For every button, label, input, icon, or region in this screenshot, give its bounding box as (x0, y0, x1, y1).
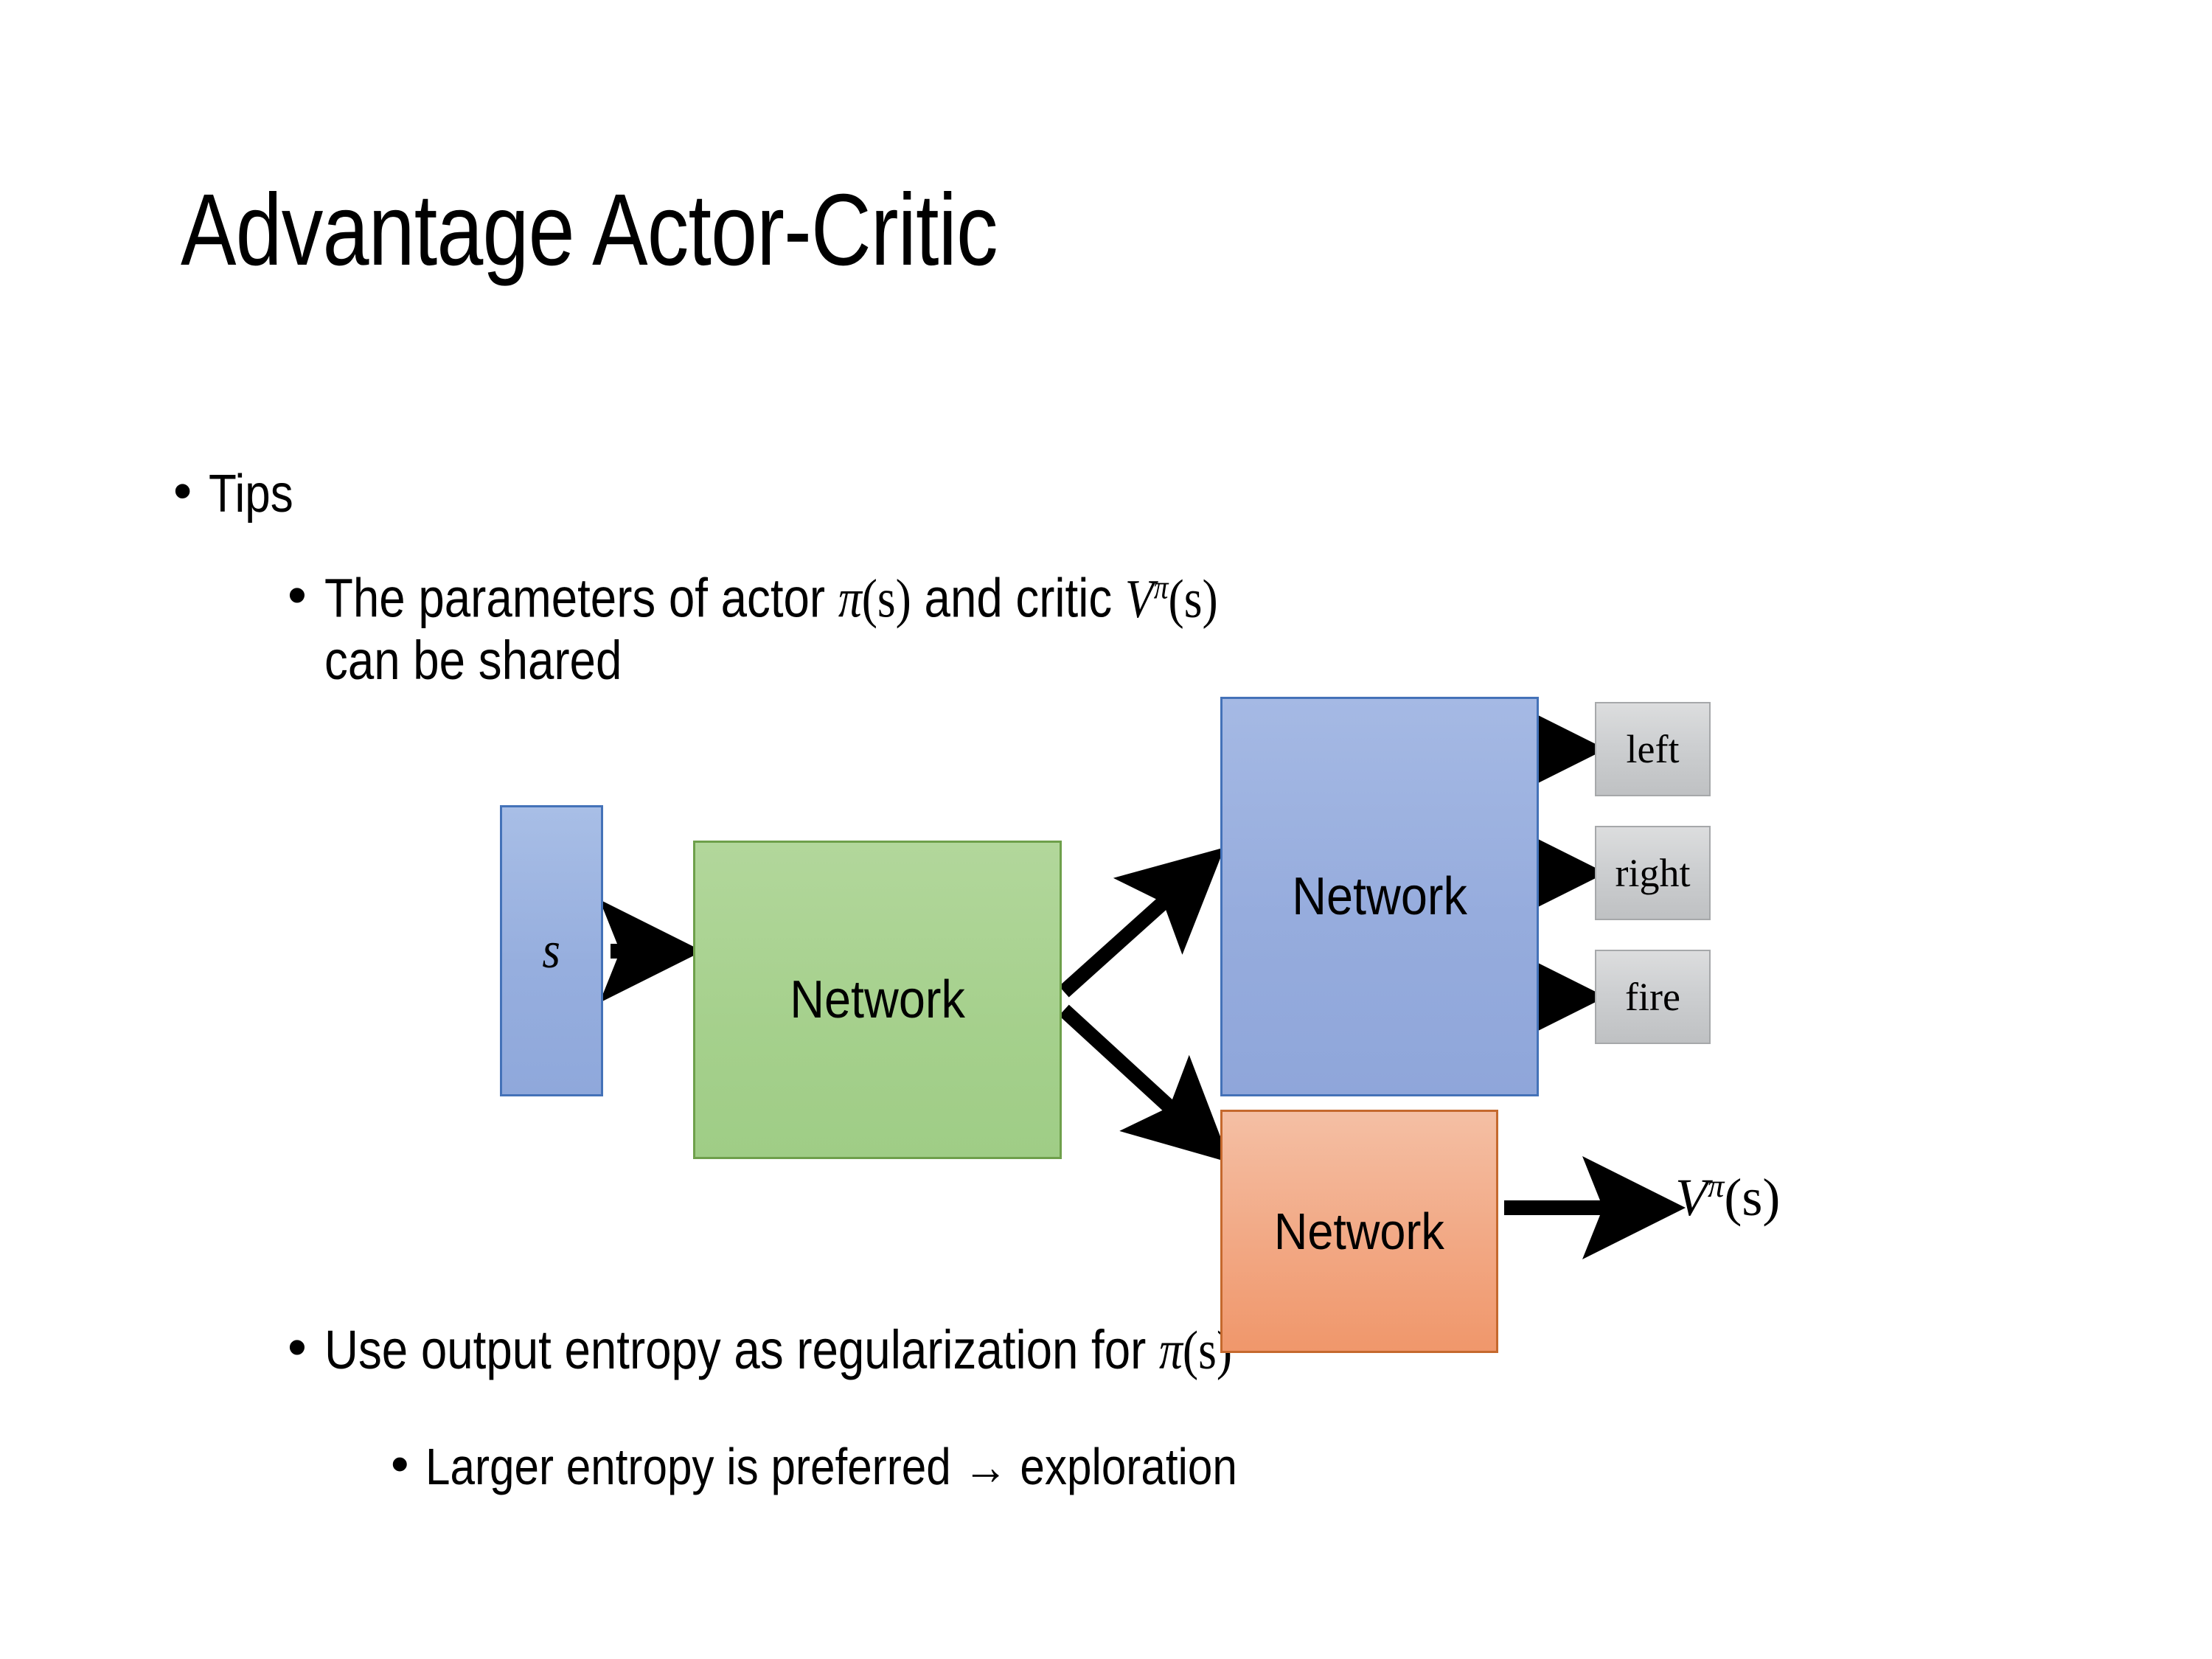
value-output-superscript: π (1707, 1167, 1725, 1204)
bullet-parameters: • The parameters of actor π(s) and criti… (288, 568, 1460, 691)
bullet-parameters-text-1: The parameters of actor (324, 567, 838, 629)
bullet-tips: • Tips (173, 465, 307, 524)
bullet-tips-label: Tips (209, 465, 293, 524)
action-output-left-label: left (1626, 727, 1680, 771)
value-output-label: Vπ(s) (1675, 1166, 1780, 1228)
page-title: Advantage Actor-Critic (181, 173, 998, 287)
value-output-args: (s) (1724, 1168, 1781, 1227)
actor-network-label: Network (1292, 867, 1467, 926)
bullet-entropy: • Use output entropy as regularization f… (288, 1316, 1380, 1382)
math-v-symbol: V (1124, 568, 1154, 630)
bullet-parameters-text-2: and critic (911, 567, 1125, 629)
bullet-marker: • (391, 1435, 409, 1492)
arrow-shared-to-critic (1059, 1004, 1231, 1163)
math-v-args: (s) (1168, 568, 1218, 630)
bullet-larger-entropy-label: Larger entropy is preferred → exploratio… (425, 1438, 1237, 1495)
math-pi-symbol: π (838, 568, 862, 630)
math-v-superscript: π (1153, 568, 1169, 605)
action-output-fire-label: fire (1625, 975, 1680, 1019)
shared-network-label: Network (790, 970, 965, 1029)
bullet-entropy-label: Use output entropy as regularization for… (324, 1319, 1232, 1382)
action-output-right-label: right (1615, 851, 1691, 895)
bullet-larger-entropy: • Larger entropy is preferred → explorat… (391, 1438, 1369, 1495)
action-output-right[interactable]: right (1595, 826, 1711, 920)
action-output-left[interactable]: left (1595, 702, 1711, 796)
shared-network-box[interactable]: Network (693, 841, 1062, 1159)
critic-network-label: Network (1273, 1203, 1445, 1260)
value-output-base: V (1675, 1168, 1708, 1227)
actor-network-box[interactable]: Network (1220, 697, 1539, 1096)
bullet-marker: • (288, 564, 307, 625)
math-pi-of-s: π(s) (838, 569, 911, 630)
bullet-parameters-label: The parameters of actor π(s) and critic … (324, 568, 1301, 691)
bullet-parameters-text-3: can be shared (324, 629, 622, 691)
bullet-marker: • (288, 1316, 307, 1377)
math-pi-symbol: π (1158, 1321, 1183, 1381)
math-v-pi-of-s: Vπ(s) (1124, 568, 1218, 630)
arrow-shared-to-actor (1059, 847, 1225, 998)
bullet-marker: • (173, 462, 192, 521)
state-input-box[interactable]: s (500, 805, 603, 1096)
critic-network-box[interactable]: Network (1220, 1110, 1498, 1353)
math-pi-args: (s) (861, 568, 911, 630)
bullet-entropy-text: Use output entropy as regularization for (324, 1319, 1159, 1380)
state-input-label: s (542, 922, 561, 979)
action-output-fire[interactable]: fire (1595, 950, 1711, 1044)
